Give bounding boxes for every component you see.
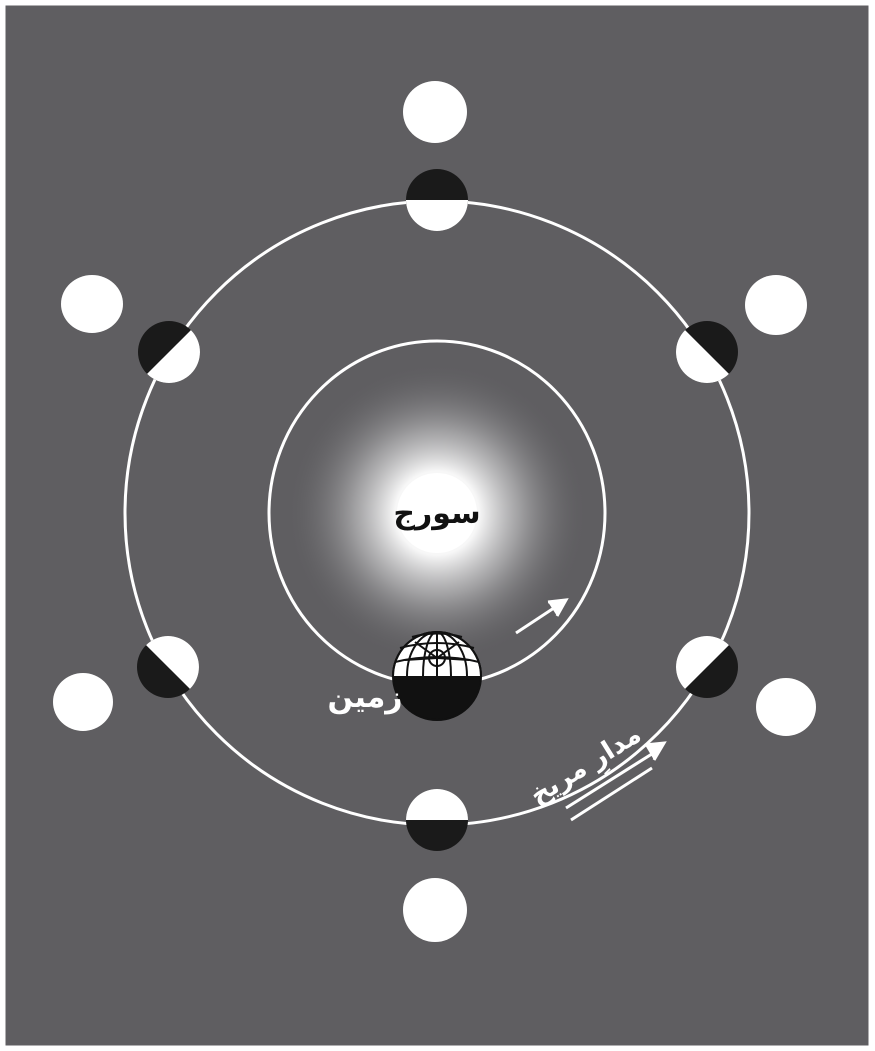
mars-outer-upper-right [745,275,807,335]
earth-label: زمین [327,680,402,715]
mars-outer-top [403,81,467,143]
earth-globe-icon [393,632,481,720]
mars-orbit-bottom [406,789,468,851]
mars-outer-lower-left [53,673,113,731]
mars-outer-upper-left [61,275,123,333]
mars-outer-bottom [403,878,467,942]
sun-label: سورج [393,496,480,531]
mars-orbit-top [406,169,468,231]
mars-outer-lower-right [756,678,816,736]
